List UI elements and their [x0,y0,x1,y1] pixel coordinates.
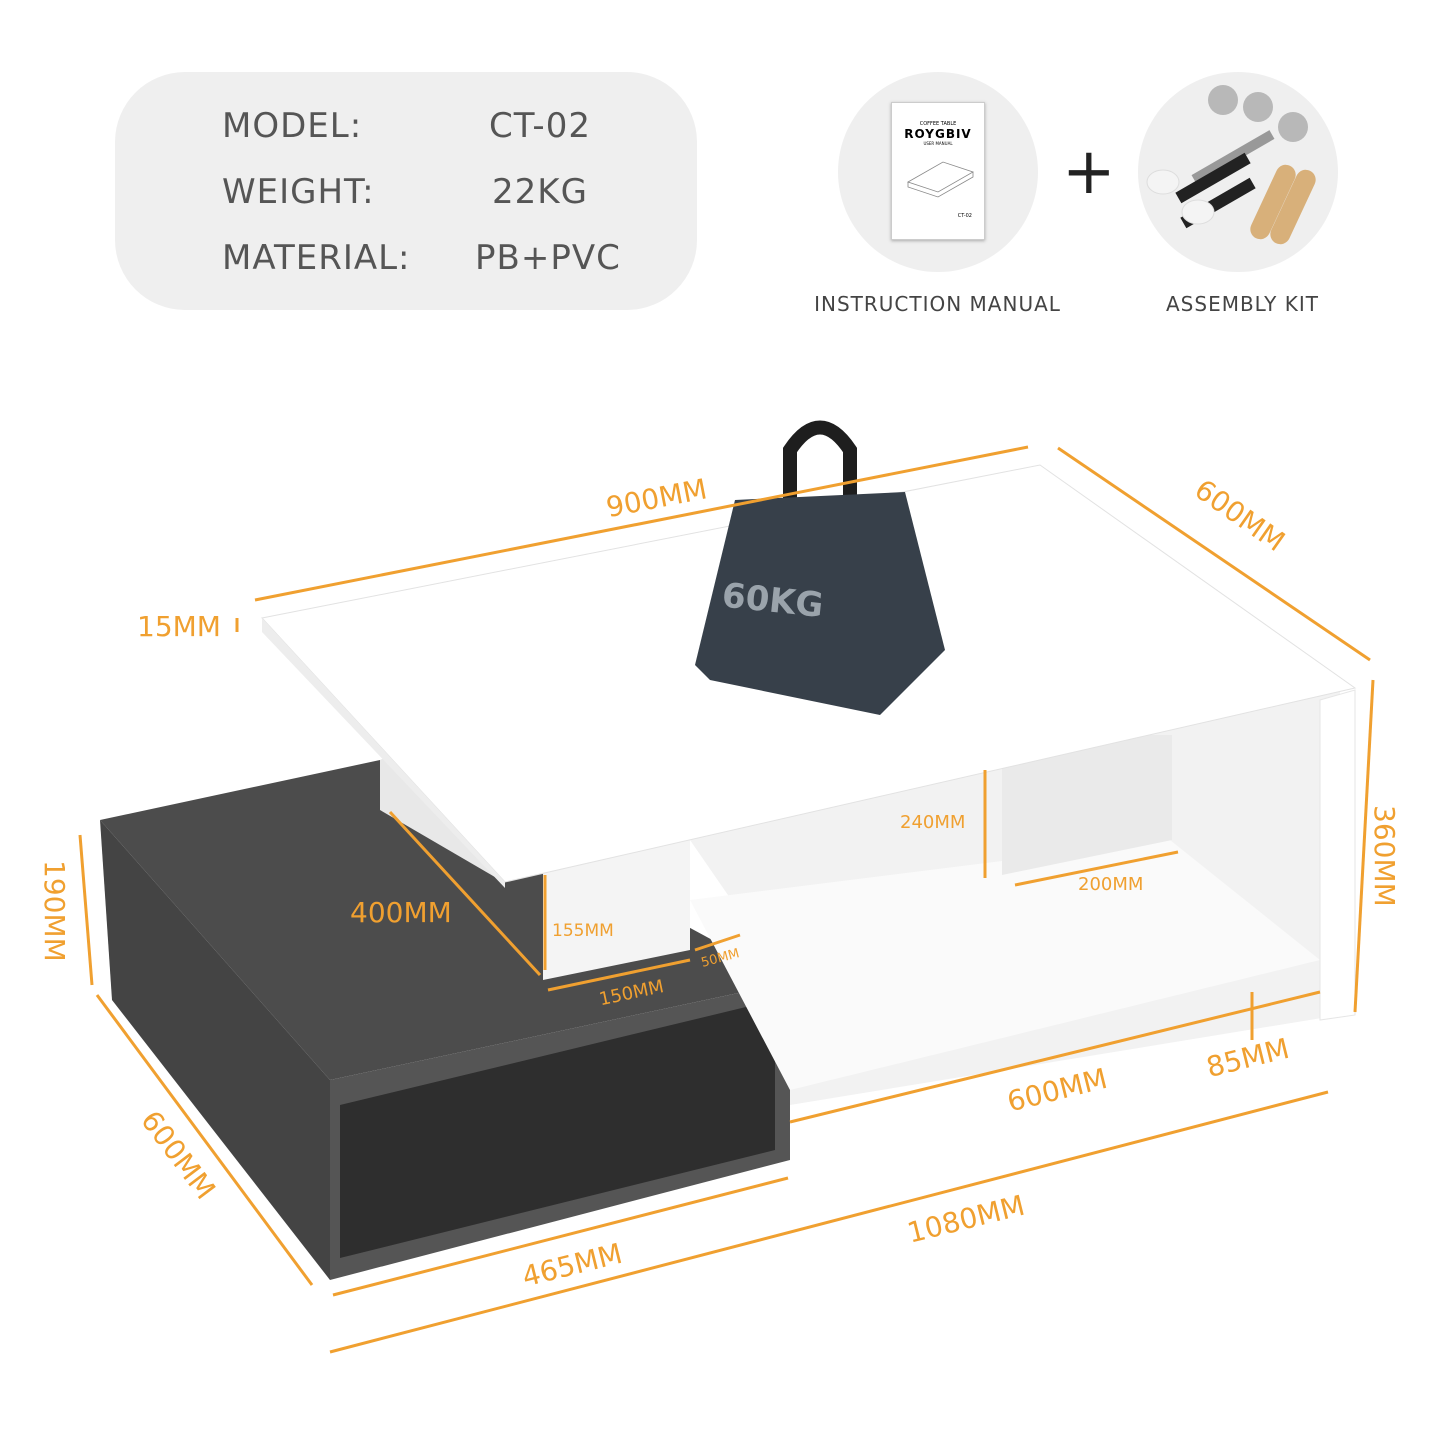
dark-box-left-face [100,820,330,1280]
spec-value: CT-02 [489,106,591,146]
manual-image: COFFEE TABLE ROYGBIV USER MANUAL CT-02 [838,72,1038,272]
manual-model: CT-02 [957,213,972,219]
weight-icon: 60KG [695,420,945,715]
spec-value: 22KG [492,172,588,212]
post-front [543,840,690,980]
dim-left-width: 465MM [519,1237,626,1294]
spec-value: PB+PVC [475,238,621,278]
dim-inner-depth: 400MM [350,896,452,929]
assembly-kit-image [1138,72,1338,272]
manual-caption: INSTRUCTION MANUAL [814,292,1061,316]
plus-sign: + [1062,135,1116,209]
dark-box-opening [340,1000,775,1258]
dim-top-length: 900MM [603,472,709,524]
dim-foot: 85MM [1203,1032,1292,1084]
table-sketch-icon [907,161,974,198]
manual-doc: USER MANUAL [923,141,953,146]
kit-caption: ASSEMBLY KIT [1166,292,1319,316]
manual-brand: ROYGBIV [904,127,972,141]
dim-cabinet-length: 600MM [1004,1062,1111,1119]
dim-shelf-height: 240MM [900,812,965,833]
white-cabinet-side [1319,689,1356,1021]
dim-divider: 200MM [1078,874,1143,895]
dim-top-depth: 600MM [1189,473,1291,558]
divider [1002,735,1172,875]
spec-panel: MODEL: CT-02 WEIGHT: 22KG MATERIAL: PB+P… [115,72,697,310]
table-top-edge [262,618,505,888]
dim-top-thickness: 15MM [137,610,221,643]
manual-booklet: COFFEE TABLE ROYGBIV USER MANUAL CT-02 [891,102,985,240]
manual-subtitle: COFFEE TABLE [919,121,957,127]
dim-total-height: 360MM [1368,805,1401,907]
spec-label: MATERIAL: [222,238,411,278]
dimension-lines [78,445,1375,1354]
dim-post-height: 155MM [552,921,614,941]
dim-left-height: 190MM [38,860,71,962]
white-shelf [690,840,1320,1090]
hardware-icon [1146,85,1316,245]
spec-label: MODEL: [222,106,363,146]
dark-box-top [100,760,790,1080]
spec-label: WEIGHT: [222,172,375,212]
